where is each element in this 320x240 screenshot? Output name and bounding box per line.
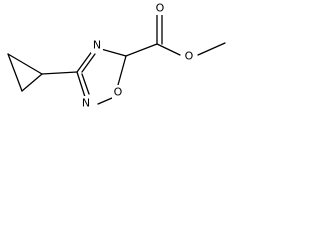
bond-c3-n4-double (81, 53, 96, 73)
bond-o-methyl (197, 42, 226, 56)
oxadiazole-ring (76, 48, 127, 105)
bond-c5-ccarbonyl (125, 43, 158, 57)
atom-n4: N (93, 39, 101, 52)
bond-cp-left (7, 53, 43, 75)
bond-n4-c5 (100, 48, 127, 57)
bond-cp-bottom (7, 53, 23, 92)
bond-n2-c3 (76, 71, 86, 98)
bond-c3-n4 (76, 49, 94, 73)
bond-cp-c3 (41, 71, 78, 75)
atom-labels: N N O O O (80, 1, 196, 110)
bond-c-o-ester (156, 43, 181, 56)
structure-diagram: N N O O O (7, 1, 226, 110)
bond-o1-n2 (97, 97, 113, 105)
bond-n2-c3-double (81, 73, 90, 95)
cyclopropyl-ring (7, 53, 43, 92)
bond-cp-right (21, 73, 43, 92)
atom-o-ester: O (185, 50, 194, 63)
bond-c5-o1 (117, 55, 127, 86)
atom-o1: O (114, 86, 123, 99)
atom-n2: N (82, 97, 90, 110)
atom-o-carbonyl: O (156, 2, 165, 15)
